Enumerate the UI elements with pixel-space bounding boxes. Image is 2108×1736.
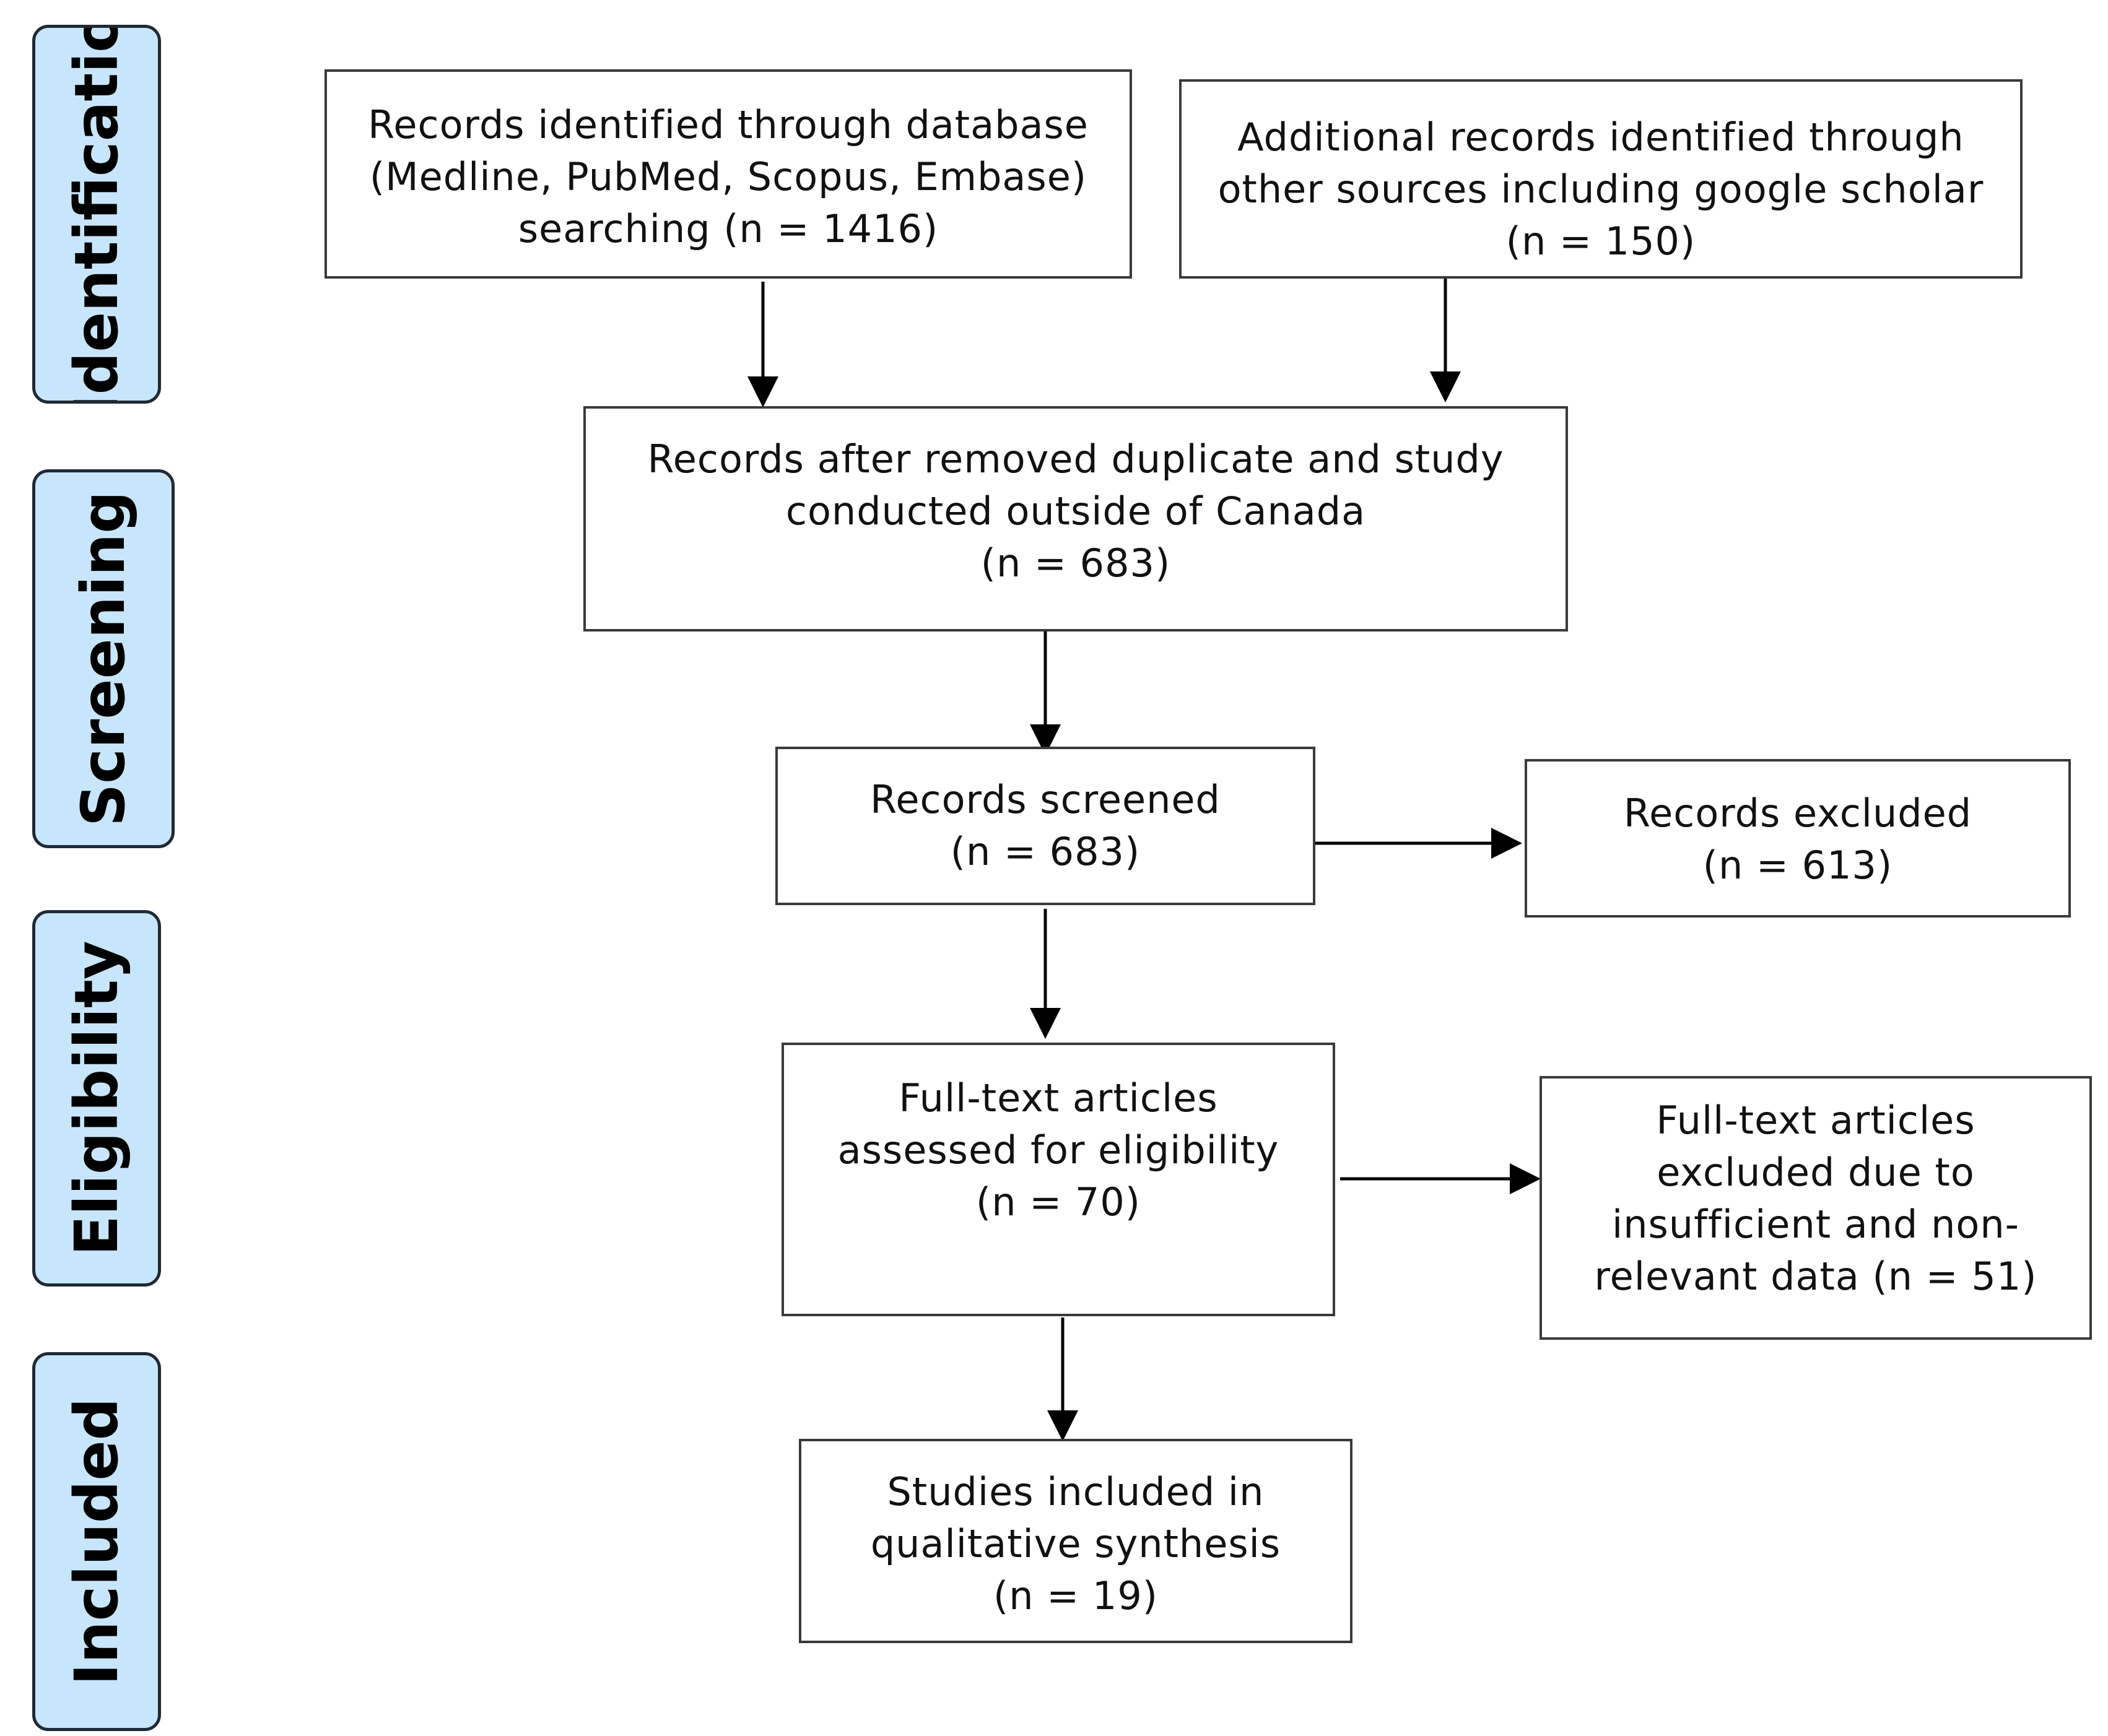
fulltext-assessed-line2: assessed for eligibility: [837, 1127, 1279, 1173]
fulltext-assessed-box: Full-text articles assessed for eligibil…: [782, 1043, 1335, 1316]
additional-records-line1: Additional records identified through: [1237, 115, 1964, 160]
included-studies-line3: (n = 19): [993, 1573, 1158, 1618]
fulltext-assessed-line1: Full-text articles: [899, 1075, 1218, 1121]
database-records-line1: Records identified through database: [368, 102, 1089, 147]
stage-eligibility: Eligibility: [32, 910, 161, 1287]
included-studies-line1: Studies included in: [887, 1469, 1265, 1514]
additional-records-line2: other sources including google scholar: [1217, 167, 1984, 212]
stage-screening: Screening: [32, 469, 175, 848]
database-records-line3: searching (n = 1416): [518, 206, 939, 251]
included-studies-line2: qualitative synthesis: [870, 1521, 1281, 1566]
deduplicated-records-line3: (n = 683): [980, 540, 1171, 586]
database-records-line2: (Medline, PubMed, Scopus, Embase): [369, 154, 1087, 199]
records-screened-line1: Records screened: [870, 777, 1221, 822]
stage-included: Included: [32, 1352, 161, 1731]
included-studies-box: Studies included in qualitative synthesi…: [799, 1439, 1352, 1643]
fulltext-assessed-line3: (n = 70): [976, 1179, 1141, 1225]
additional-records-box: Additional records identified through ot…: [1179, 79, 2023, 279]
records-excluded-box: Records excluded (n = 613): [1525, 759, 2071, 918]
fulltext-excluded-box: Full-text articles excluded due to insuf…: [1540, 1076, 2092, 1340]
fulltext-excluded-line4: relevant data (n = 51): [1594, 1254, 2037, 1299]
database-records-box: Records identified through database (Med…: [324, 69, 1132, 279]
records-screened-line2: (n = 683): [950, 829, 1141, 874]
records-excluded-line1: Records excluded: [1623, 791, 1972, 836]
fulltext-excluded-line3: insufficient and non-: [1611, 1202, 2019, 1247]
records-screened-box: Records screened (n = 683): [775, 747, 1315, 905]
deduplicated-records-line1: Records after removed duplicate and stud…: [647, 436, 1504, 482]
stage-identification: Identificatio: [32, 25, 161, 404]
additional-records-line3: (n = 150): [1505, 219, 1696, 264]
deduplicated-records-line2: conducted outside of Canada: [785, 488, 1366, 534]
fulltext-excluded-line2: excluded due to: [1657, 1150, 1975, 1195]
records-excluded-line2: (n = 613): [1702, 843, 1893, 888]
deduplicated-records-box: Records after removed duplicate and stud…: [583, 406, 1568, 631]
fulltext-excluded-line1: Full-text articles: [1656, 1098, 1975, 1143]
